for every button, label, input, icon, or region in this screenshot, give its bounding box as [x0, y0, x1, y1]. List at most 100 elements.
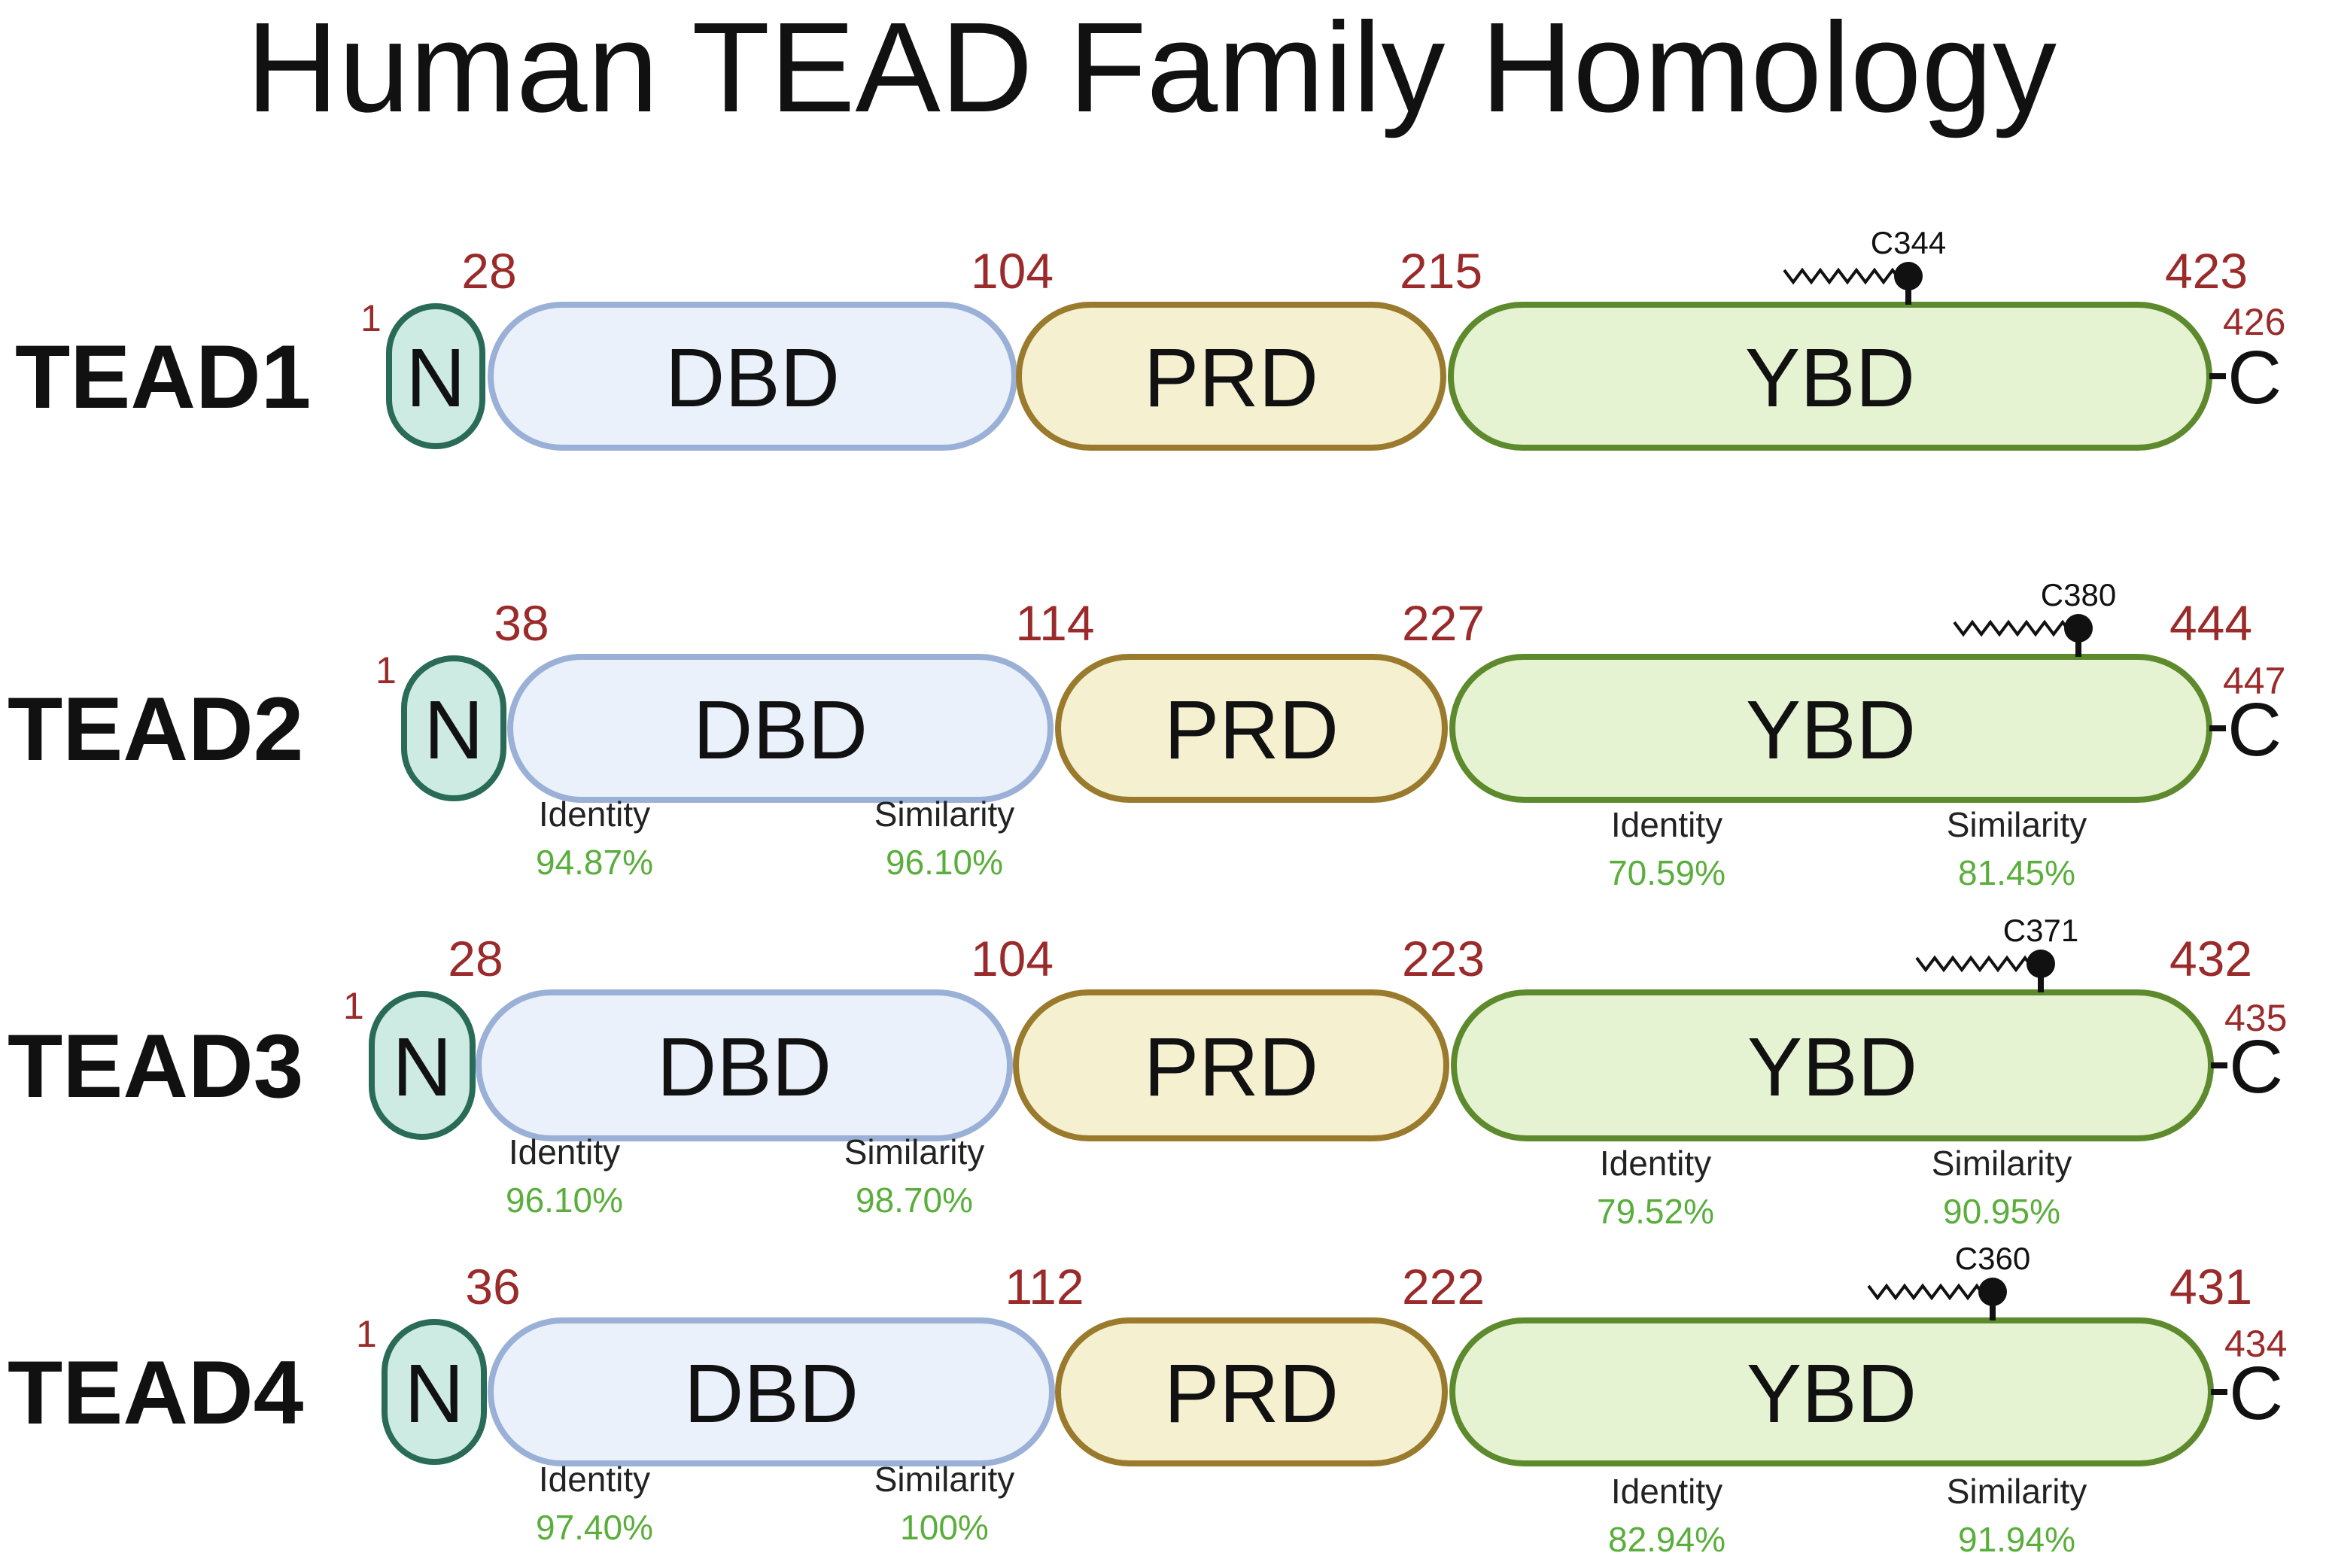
- palmitoylation-site-icon: [2027, 950, 2055, 978]
- residue-dbd-end: 114: [1015, 595, 1094, 651]
- residue-start: 1: [376, 649, 397, 691]
- residue-start: 1: [360, 297, 382, 339]
- residue-length: 447: [2223, 660, 2285, 702]
- identity-value: 79.52%: [1597, 1192, 1714, 1231]
- identity-label: Identity: [539, 1460, 650, 1499]
- palmitoylation-site-icon: [1894, 262, 1923, 290]
- similarity-value: 90.95%: [1943, 1192, 2060, 1231]
- n-terminal-label: N: [392, 1021, 452, 1114]
- c-terminal-label: C: [2227, 336, 2282, 420]
- residue-dbd-end: 112: [1005, 1259, 1084, 1314]
- residue-ybd-end: 431: [2169, 1259, 2252, 1314]
- identity-label: Identity: [1611, 1472, 1722, 1511]
- lipid-chain-icon: [1953, 619, 2080, 637]
- prd-domain: [1013, 989, 1449, 1141]
- n-terminal-domain: [401, 655, 506, 801]
- residue-n-end: 36: [465, 1259, 520, 1314]
- residue-prd-end: 215: [1400, 243, 1482, 299]
- diagram-title: Human TEAD Family Homology: [246, 0, 2057, 139]
- n-terminal-label: N: [406, 332, 465, 424]
- dbd-homology: Identity 97.40% Similarity 100%: [536, 1460, 1014, 1547]
- similarity-value: 98.70%: [856, 1181, 973, 1220]
- palmitoylation-site-icon: [1978, 1278, 2007, 1306]
- residue-n-end: 28: [461, 243, 516, 299]
- identity-value: 82.94%: [1608, 1520, 1725, 1559]
- protein-name: TEAD4: [8, 1342, 304, 1443]
- identity-value: 96.10%: [506, 1181, 623, 1220]
- residue-dbd-end: 104: [971, 931, 1054, 986]
- similarity-label: Similarity: [1947, 805, 2087, 844]
- residue-prd-end: 222: [1402, 1259, 1485, 1314]
- dbd-domain: [476, 989, 1013, 1141]
- residue-length: 435: [2224, 997, 2287, 1039]
- residue-length: 434: [2224, 1323, 2287, 1365]
- similarity-value: 81.45%: [1958, 853, 2075, 892]
- similarity-value: 91.94%: [1958, 1520, 2075, 1559]
- dbd-domain: [488, 302, 1017, 451]
- identity-label: Identity: [1600, 1144, 1711, 1183]
- residue-length: 426: [2223, 301, 2285, 343]
- palmitoylation-site-label: C371: [2003, 913, 2078, 948]
- prd-domain: [1055, 654, 1448, 803]
- ybd-label: YBD: [1746, 684, 1916, 776]
- palmitoylation-site-icon: [2064, 614, 2093, 643]
- protein-name: TEAD3: [8, 1016, 303, 1117]
- prd-label: PRD: [1144, 332, 1318, 424]
- residue-ybd-end: 444: [2169, 595, 2252, 651]
- similarity-label: Similarity: [1932, 1144, 2072, 1183]
- ybd-label: YBD: [1747, 1021, 1917, 1114]
- residue-n-end: 38: [494, 595, 549, 651]
- n-terminal-domain: [386, 303, 485, 449]
- similarity-label: Similarity: [874, 1460, 1015, 1499]
- identity-value: 97.40%: [536, 1508, 653, 1547]
- ybd-label: YBD: [1745, 332, 1915, 424]
- identity-value: 70.59%: [1608, 853, 1725, 892]
- dbd-label: DBD: [665, 332, 840, 424]
- dbd-domain: [488, 1317, 1055, 1466]
- dbd-label: DBD: [693, 684, 868, 776]
- lipid-chain-icon: [1867, 1283, 1994, 1301]
- c-terminal-label: C: [2229, 1351, 2283, 1436]
- dbd-label: DBD: [657, 1021, 832, 1114]
- dbd-domain: [507, 654, 1054, 803]
- residue-dbd-end: 104: [971, 243, 1054, 299]
- residue-prd-end: 223: [1402, 931, 1485, 986]
- n-terminal-domain: [369, 991, 476, 1140]
- similarity-value: 100%: [900, 1508, 989, 1547]
- residue-ybd-end: 423: [2165, 243, 2248, 299]
- residue-start: 1: [356, 1313, 377, 1355]
- c-terminal-label: C: [2229, 1025, 2283, 1109]
- lipid-chain-icon: [1783, 267, 1910, 285]
- dbd-label: DBD: [684, 1348, 859, 1440]
- c-terminal-label: C: [2227, 688, 2282, 772]
- palmitoylation-site-label: C380: [2041, 577, 2116, 612]
- similarity-label: Similarity: [1947, 1472, 2087, 1511]
- residue-n-end: 28: [448, 931, 503, 986]
- n-terminal-domain: [382, 1319, 487, 1465]
- prd-label: PRD: [1144, 1021, 1318, 1114]
- prd-label: PRD: [1164, 684, 1339, 776]
- prd-domain: [1016, 302, 1446, 451]
- similarity-value: 96.10%: [886, 843, 1003, 882]
- prd-domain: [1055, 1317, 1448, 1466]
- palmitoylation-site-label: C360: [1955, 1241, 2030, 1276]
- identity-label: Identity: [509, 1132, 620, 1171]
- similarity-label: Similarity: [874, 795, 1015, 834]
- identity-value: 94.87%: [536, 843, 653, 882]
- ybd-homology: Identity 79.52% Similarity 90.95%: [1597, 1144, 2072, 1231]
- palmitoylation-site-label: C344: [1871, 225, 1946, 260]
- n-terminal-label: N: [404, 1348, 464, 1440]
- ybd-homology: Identity 82.94% Similarity 91.94%: [1608, 1472, 2087, 1559]
- residue-prd-end: 227: [1402, 595, 1485, 651]
- prd-label: PRD: [1164, 1348, 1339, 1440]
- residue-start: 1: [343, 985, 364, 1027]
